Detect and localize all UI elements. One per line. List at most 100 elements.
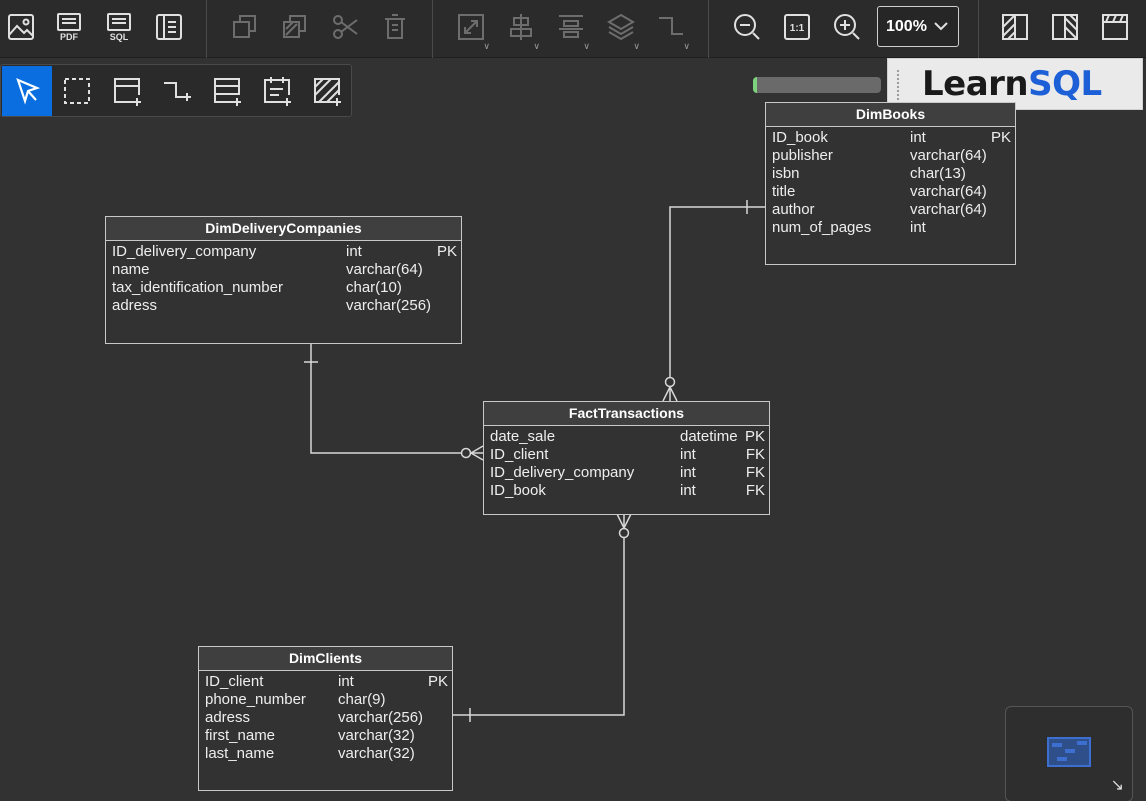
progress-fill	[753, 77, 757, 93]
relation-clients-fact[interactable]	[452, 513, 632, 722]
export-pdf-button[interactable]: PDF	[48, 6, 90, 48]
export-sql-button[interactable]: SQL	[98, 6, 140, 48]
expand-arrow-icon[interactable]: ↘	[1110, 777, 1124, 794]
copy-button[interactable]	[224, 6, 266, 48]
column-name: ID_client	[205, 673, 264, 690]
column-name: ID_book	[490, 482, 546, 499]
column-name: ID_delivery_company	[490, 464, 635, 481]
column-row[interactable]: ID_delivery_company int FK	[484, 464, 769, 482]
image-export-icon	[8, 14, 34, 40]
table-title: DimBooks	[766, 103, 1015, 127]
marquee-tool[interactable]	[52, 66, 102, 116]
delete-button[interactable]	[374, 6, 416, 48]
relation-delivery-fact[interactable]	[304, 343, 484, 461]
column-row[interactable]: author varchar(64)	[766, 201, 1015, 219]
chevron-down-icon: ∨	[533, 41, 540, 51]
resize-button[interactable]: ∨	[450, 6, 492, 51]
align-button[interactable]: ∨	[500, 6, 542, 51]
select-pointer-icon	[16, 78, 41, 105]
zoom-out-icon	[734, 14, 760, 40]
add-view-icon	[214, 78, 241, 106]
minimap-panel[interactable]: ↘	[1005, 706, 1133, 801]
table-title: FactTransactions	[484, 402, 769, 426]
column-type: int	[680, 464, 696, 481]
logo-learn-text: Learn	[922, 64, 1029, 104]
column-name: publisher	[772, 147, 833, 164]
loading-progress-bar	[753, 77, 881, 93]
add-area-tool[interactable]	[302, 66, 352, 116]
column-name: ID_book	[772, 129, 828, 146]
chevron-down-icon: ∨	[683, 41, 690, 51]
column-name: isbn	[772, 165, 800, 182]
add-note-tool[interactable]	[252, 66, 302, 116]
cut-button[interactable]	[324, 6, 366, 48]
column-type: int	[346, 243, 362, 260]
layout-right-button[interactable]	[1044, 6, 1086, 48]
add-table-icon	[114, 78, 141, 106]
export-image-button[interactable]	[0, 6, 42, 48]
layers-button[interactable]: ∨	[600, 6, 642, 51]
chevron-down-icon	[934, 22, 948, 31]
distribute-button[interactable]: ∨	[550, 6, 592, 51]
distribute-icon	[559, 15, 583, 38]
zoom-out-button[interactable]	[726, 6, 768, 48]
column-name: author	[772, 201, 815, 218]
relation-books-fact[interactable]	[662, 200, 765, 402]
table-dimdeliverycompanies[interactable]: DimDeliveryCompanies ID_delivery_company…	[105, 216, 462, 344]
drag-handle-icon	[896, 69, 900, 101]
actual-size-icon: 1:1	[784, 14, 810, 40]
presentation-button[interactable]	[1094, 6, 1136, 48]
layout-left-icon	[1002, 14, 1028, 40]
line-style-button[interactable]: ∨	[650, 6, 692, 51]
svg-text:PDF: PDF	[60, 32, 79, 42]
column-type: varchar(64)	[910, 201, 987, 218]
zoom-in-button[interactable]	[826, 6, 868, 48]
duplicate-button[interactable]	[274, 6, 316, 48]
layout-left-button[interactable]	[994, 6, 1036, 48]
add-view-tool[interactable]	[202, 66, 252, 116]
marquee-select-icon	[64, 78, 90, 104]
actual-size-button[interactable]: 1:1	[776, 6, 818, 48]
sql-export-icon: SQL	[107, 13, 131, 42]
column-key: FK	[745, 482, 765, 499]
resize-icon	[458, 14, 484, 40]
delete-icon	[385, 14, 405, 39]
column-key: FK	[745, 464, 765, 481]
column-key: PK	[990, 129, 1011, 146]
column-name: date_sale	[490, 428, 556, 445]
select-tool[interactable]	[2, 66, 52, 116]
toggle-side-panel-button[interactable]	[148, 6, 190, 48]
column-type: datetime	[680, 428, 738, 445]
add-table-tool[interactable]	[102, 66, 152, 116]
zoom-level-select[interactable]: 100%	[877, 6, 959, 47]
add-note-icon	[264, 77, 291, 106]
column-type: int	[910, 219, 926, 236]
toolbar-divider	[978, 0, 979, 58]
add-reference-tool[interactable]	[152, 66, 202, 116]
column-type: varchar(64)	[910, 183, 987, 200]
